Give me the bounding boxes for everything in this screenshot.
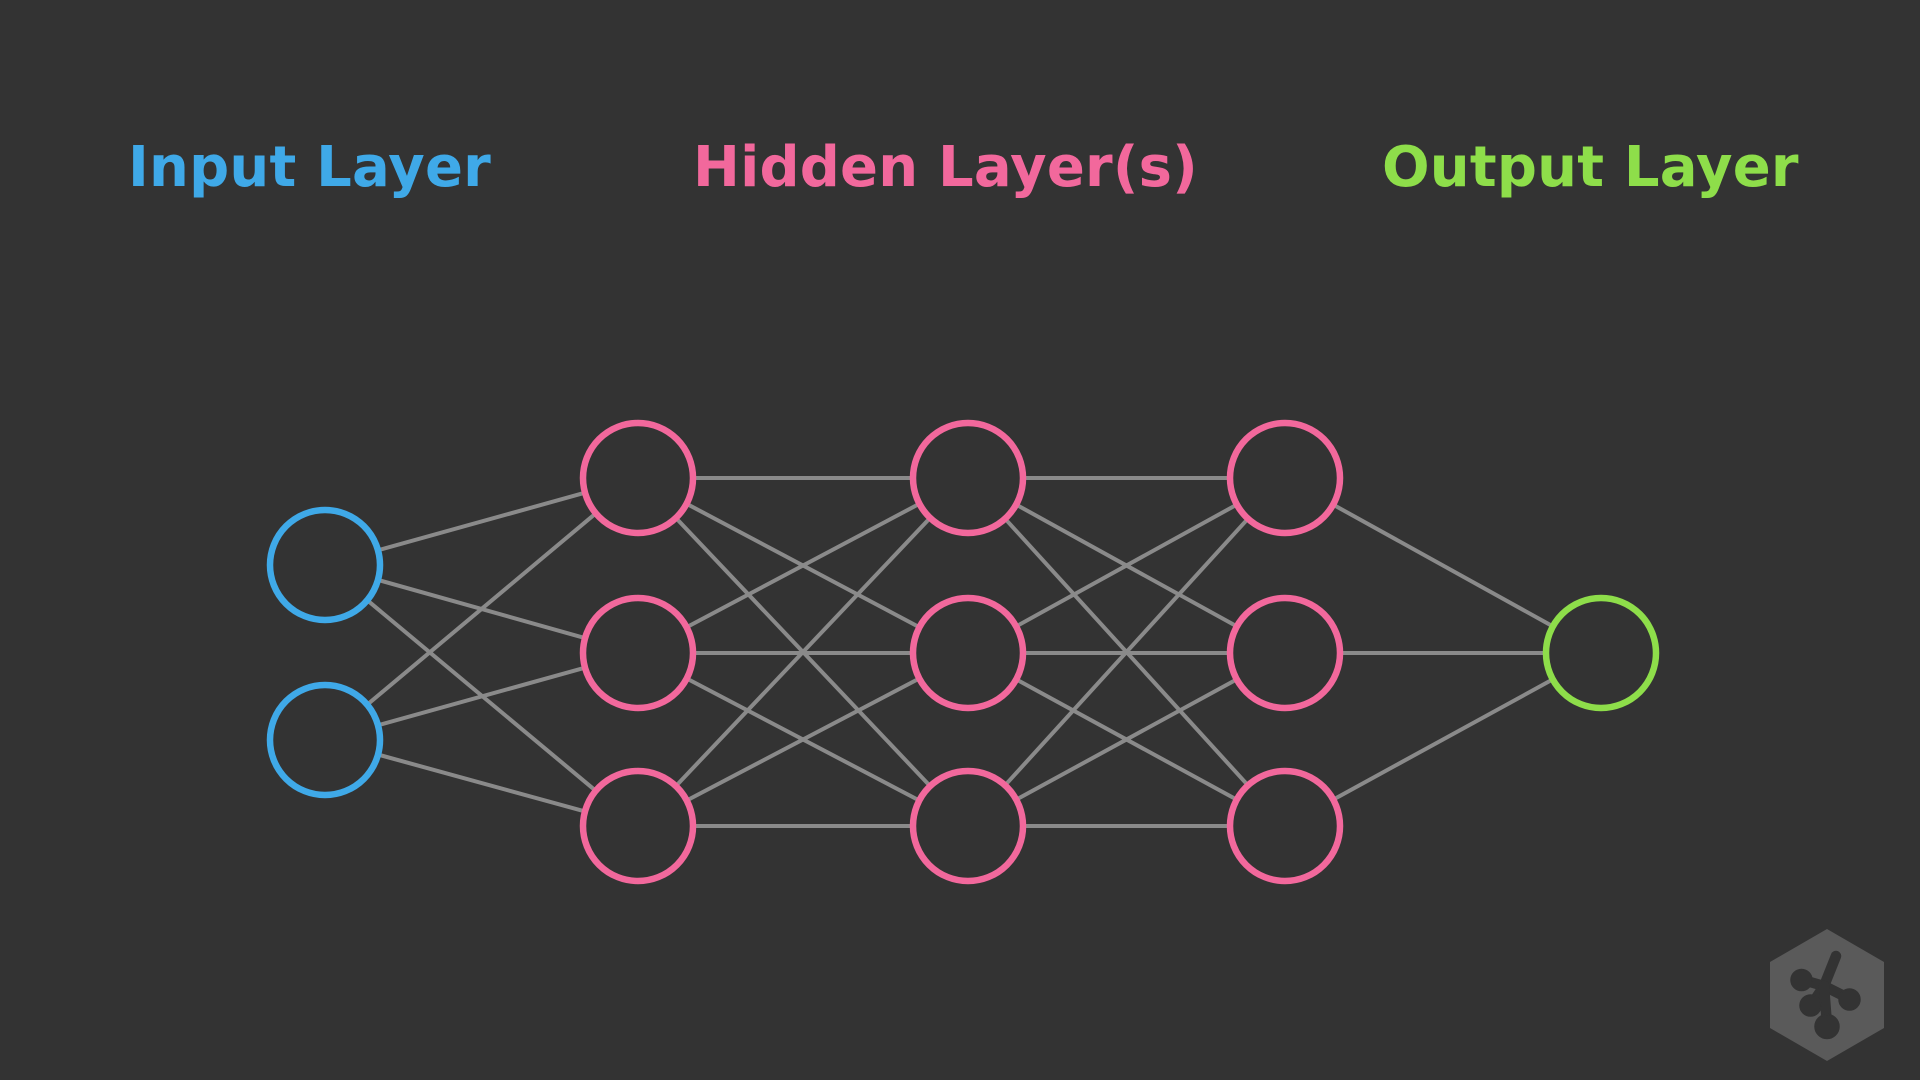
- edge-L2N2-to-L3N0: [1003, 516, 1250, 788]
- edge-L0N1-to-L1N1: [375, 665, 588, 728]
- edges-group: [365, 476, 1555, 828]
- input-layer-label: Input Layer: [128, 135, 491, 200]
- node-hidden-3-3: [909, 767, 1027, 885]
- edge-L2N1-to-L3N0: [1014, 502, 1239, 629]
- node-hidden-4-2: [1226, 594, 1344, 712]
- edge-L3N2-to-L4N0: [1331, 677, 1555, 802]
- edge-L3N0-to-L4N0: [1331, 502, 1555, 629]
- node-hidden-3-2: [909, 594, 1027, 712]
- hidden-layer-label: Hidden Layer(s): [693, 135, 1198, 200]
- layer-label-row: Input Layer Hidden Layer(s) Output Layer: [0, 0, 1920, 230]
- edge-L1N2-to-L2N1: [684, 676, 922, 803]
- edge-L0N0-to-L1N0: [375, 490, 588, 553]
- edge-L2N2-to-L3N1: [1014, 677, 1239, 802]
- node-hidden-3-1: [909, 419, 1027, 537]
- edge-L1N2-to-L2N0: [673, 515, 933, 789]
- node-input-1-2: [266, 681, 384, 799]
- node-hidden-2-2: [579, 594, 697, 712]
- edge-L1N1-to-L2N0: [684, 501, 922, 630]
- edge-L0N1-to-L1N0: [365, 511, 598, 707]
- nodes-group: [266, 419, 1660, 885]
- node-hidden-4-1: [1226, 419, 1344, 537]
- edge-L0N1-to-L1N2: [376, 752, 587, 814]
- output-layer-label: Output Layer: [1382, 135, 1799, 200]
- node-hidden-4-3: [1226, 767, 1344, 885]
- node-input-1-1: [266, 506, 384, 624]
- hexagon-neural-logo-icon: [1770, 929, 1884, 1061]
- node-output-5-1: [1542, 594, 1660, 712]
- node-hidden-2-1: [579, 419, 697, 537]
- node-hidden-2-3: [579, 767, 697, 885]
